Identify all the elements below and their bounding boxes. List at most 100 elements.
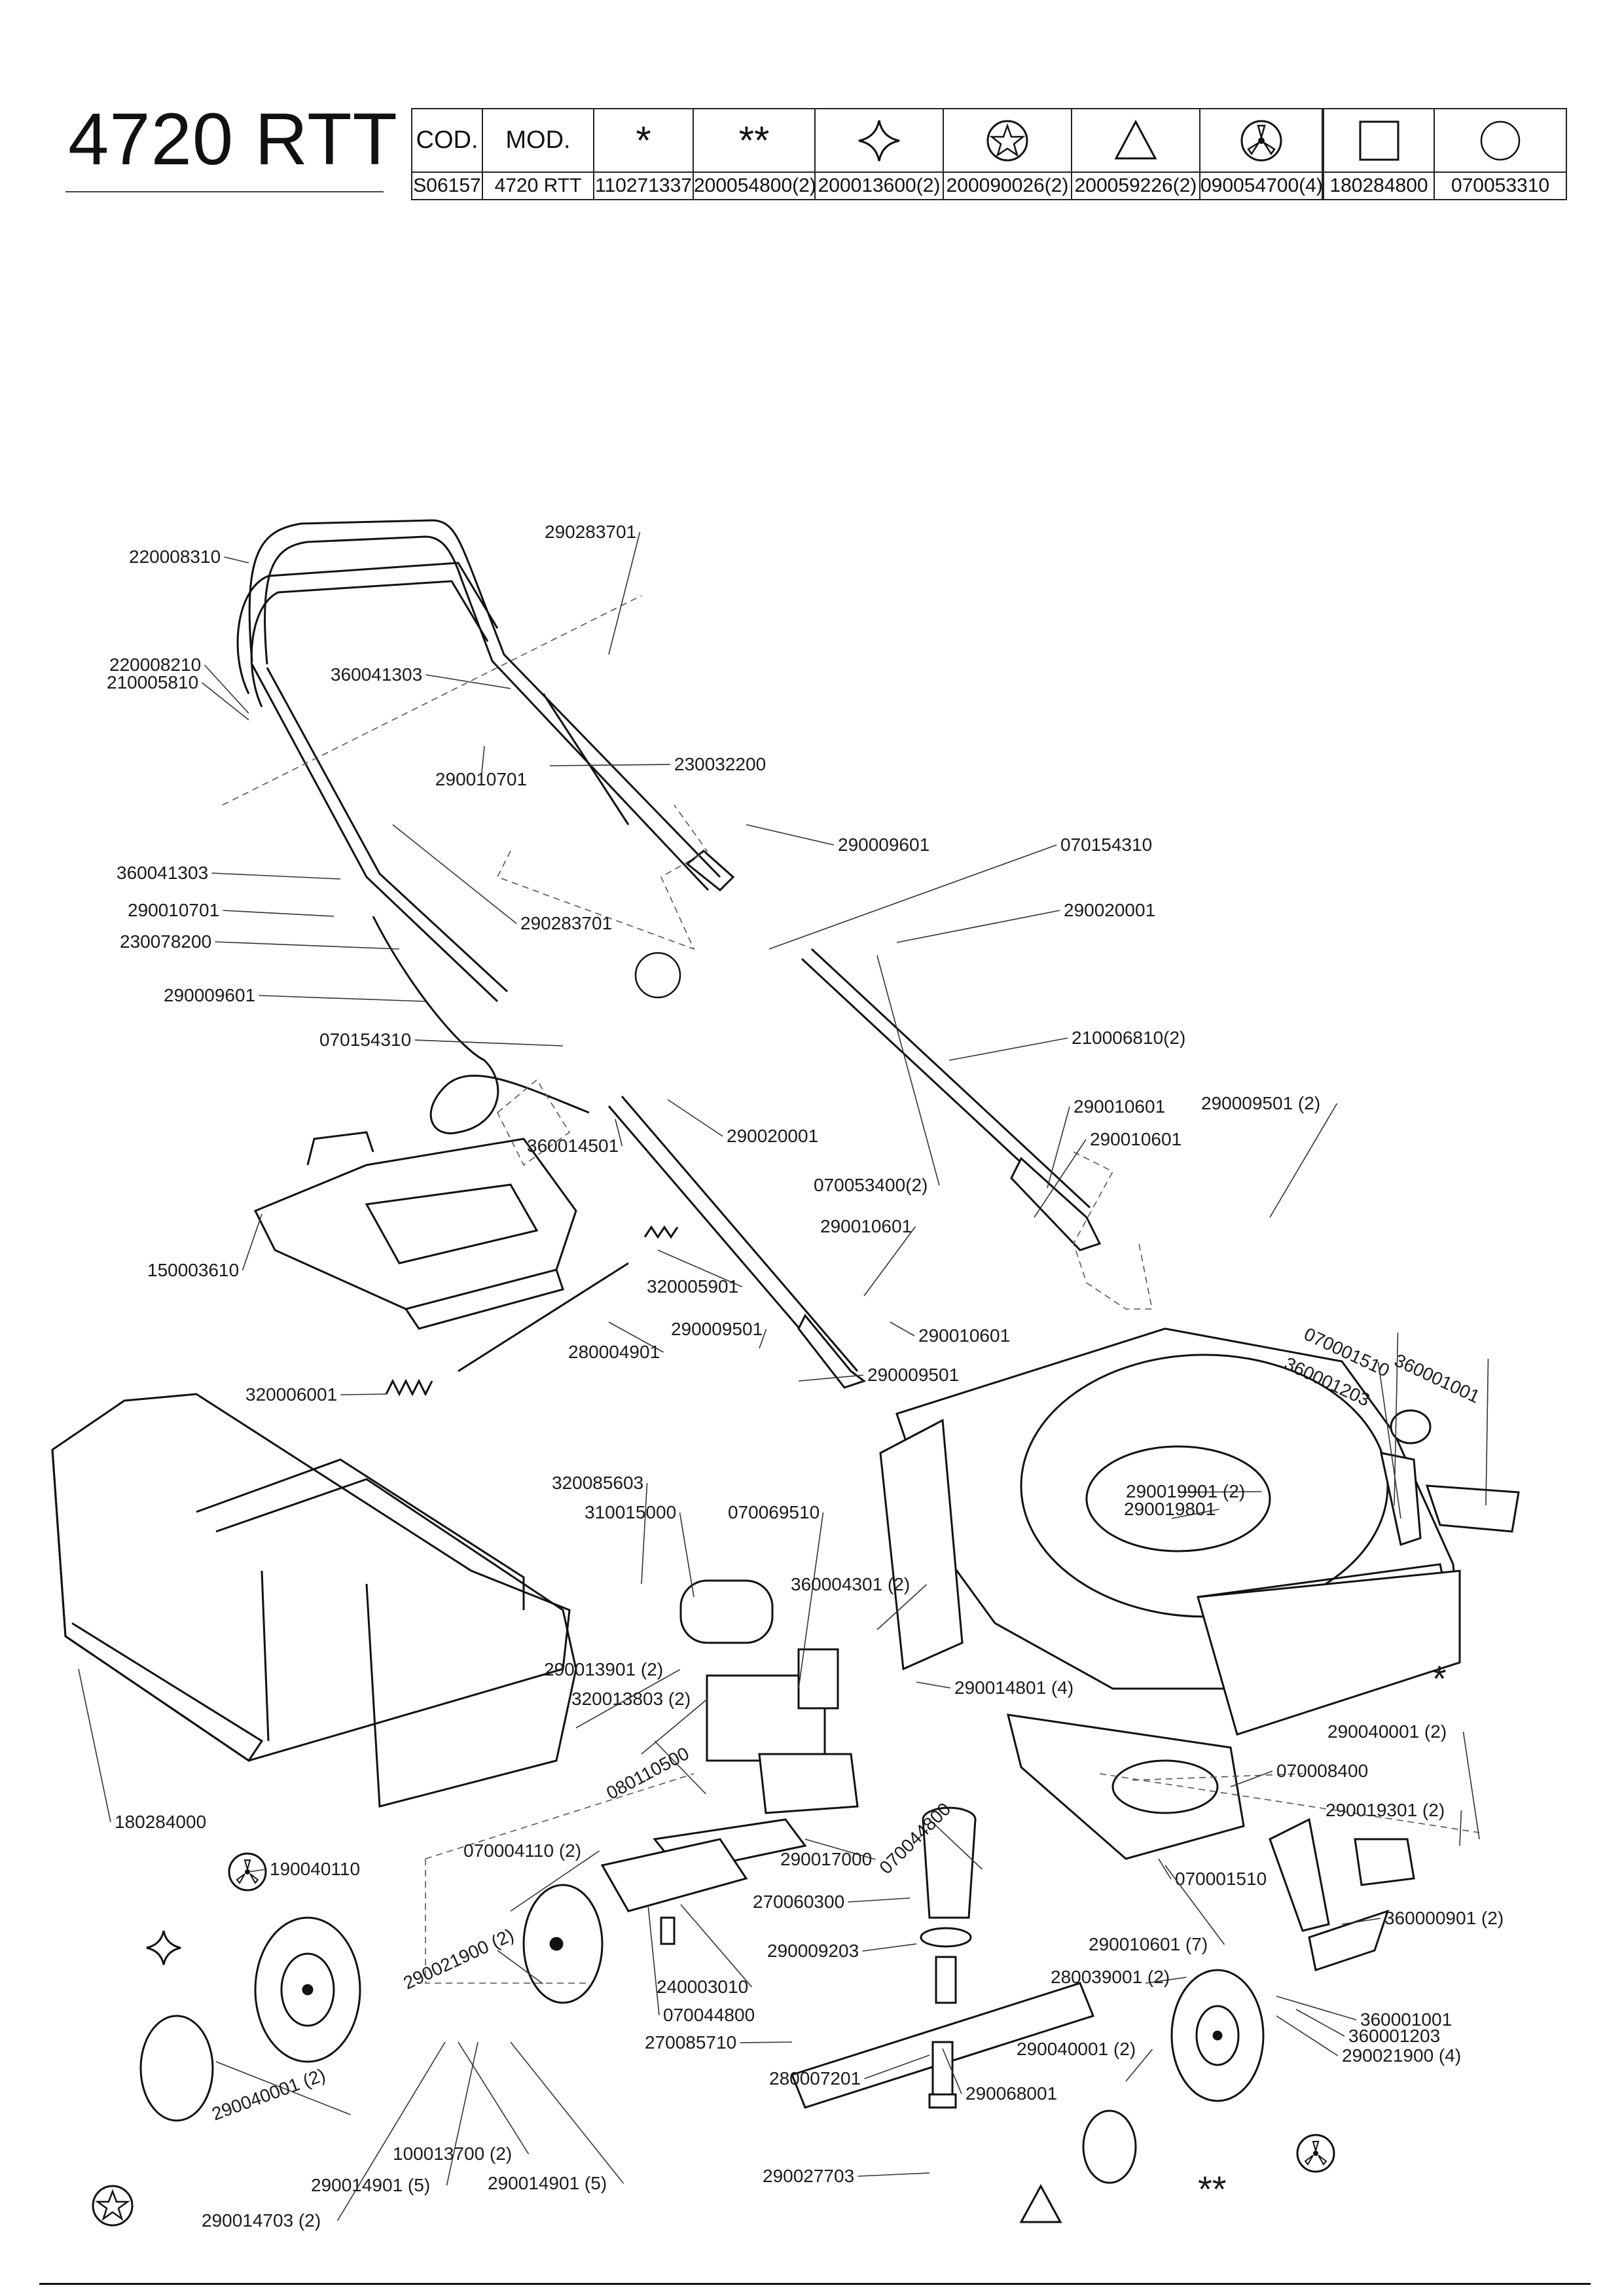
gear-wheel (522, 1884, 604, 2004)
leader-line (248, 1869, 266, 1873)
leader-line (480, 745, 485, 780)
spring-mid (643, 1225, 679, 1239)
part-number-label: 290013901 (2) (544, 1659, 663, 1679)
leader-line (798, 1374, 864, 1382)
grass-bag (51, 1393, 577, 1808)
deck-asterisk-symbol: * (1432, 1658, 1447, 1699)
circle-icon (1434, 108, 1567, 173)
triangle-icon (1071, 108, 1200, 173)
part-number-label: 290009601 (164, 985, 255, 1005)
leader-line (679, 1512, 695, 1598)
part-number-label: 290020001 (727, 1126, 818, 1146)
triangle-icon (1019, 2183, 1062, 2223)
leader-line (746, 824, 835, 846)
part-number-label: 290040001 (2) (1327, 1721, 1447, 1742)
leader-line (211, 872, 341, 880)
part-number-label: 070053400(2) (814, 1175, 928, 1195)
leader-line (575, 1669, 680, 1729)
rear-wheel-left (254, 1916, 361, 2063)
leader-line (641, 1482, 648, 1585)
tri-circle-icon (1296, 2134, 1335, 2173)
part-number-label: 290021900 (4) (1342, 2045, 1461, 2066)
part-number-label: 310015000 (585, 1502, 676, 1522)
leader-line (740, 2041, 793, 2043)
leader-line (896, 910, 1060, 943)
leader-line (680, 1904, 753, 1988)
tri-circle-icon (1199, 108, 1324, 173)
part-number-label: 070004110 (2) (463, 1840, 581, 1861)
part-number-label: 360004301 (2) (791, 1574, 910, 1594)
part-number-label: 320085603 (552, 1473, 643, 1493)
leader-line (1459, 1810, 1462, 1846)
leader-line (1230, 1770, 1273, 1787)
part-number-label: 070069510 (728, 1502, 820, 1522)
leader-line (667, 1099, 723, 1137)
leader-line (340, 1393, 387, 1395)
part-number-label: 220008210 (109, 655, 201, 675)
title-divider (65, 191, 384, 192)
drive-assembly (1007, 1713, 1245, 1860)
brake-cable (542, 693, 630, 825)
leader-line (615, 1119, 623, 1147)
part-number-label: 360001203 (1348, 2026, 1440, 2046)
front-axle-bracket (1380, 1409, 1520, 1546)
upper-handle (236, 519, 735, 1003)
value-square: 180284800 (1322, 171, 1435, 200)
part-number-label: 320013803 (2) (571, 1689, 691, 1709)
part-number-label: 290010701 (128, 900, 219, 920)
leader-line (414, 1039, 564, 1047)
part-number-label: 070001510 (1175, 1869, 1267, 1889)
four-point-star-icon (146, 1930, 181, 1965)
wheel-double-asterisk-symbol: ** (1198, 2168, 1227, 2210)
leader-line (242, 1213, 262, 1271)
part-number-label: 070154310 (1060, 834, 1152, 855)
part-number-label: 360000901 (2) (1384, 1908, 1504, 1928)
leader-line (864, 2054, 930, 2079)
part-number-label: 290020001 (1064, 900, 1155, 920)
rear-height-adjuster (1269, 1818, 1415, 1971)
leader-line (1047, 1106, 1070, 1189)
value-tri-circle: 090054700(4) (1199, 171, 1324, 200)
part-number-label: 290010601 (820, 1216, 912, 1236)
leader-line (608, 531, 641, 655)
part-number-label: 290014801 (4) (954, 1677, 1074, 1698)
part-number-label: 290027703 (763, 2166, 854, 2186)
leader-line (929, 1819, 983, 1870)
leader-line (223, 910, 334, 917)
part-number-label: 290010601 (1074, 1096, 1165, 1117)
leader-line (510, 2041, 624, 2184)
leader-line (336, 2041, 446, 2221)
leader-line (804, 1839, 876, 1860)
leader-line (204, 664, 249, 714)
leader-line (215, 2061, 351, 2115)
grass-bag-frame-top (253, 1131, 577, 1330)
hub-cap-right (1082, 2109, 1137, 2184)
leader-line (876, 1584, 928, 1630)
part-number-label: 070154310 (319, 1030, 411, 1050)
leader-line (863, 1226, 916, 1297)
part-number-label: 290010601 (1090, 1129, 1182, 1149)
leader-line (1295, 2009, 1345, 2037)
leader-line (1341, 1918, 1381, 1925)
leader-line (608, 1321, 664, 1353)
four-point-star-icon (814, 108, 944, 173)
leader-line (942, 2048, 962, 2094)
square-icon (1322, 108, 1435, 173)
lower-handle-left (607, 1096, 867, 1389)
part-number-label: 290010701 (435, 769, 527, 789)
value-four-star: 200013600(2) (814, 171, 944, 200)
star-circle-icon (92, 2185, 134, 2227)
part-number-label: 320005901 (647, 1276, 738, 1297)
circle-icon (634, 952, 681, 999)
drive-belt (679, 1579, 774, 1644)
leader-line (497, 1950, 543, 1984)
leader-line (1276, 2015, 1339, 2056)
part-number-label: 070008400 (1276, 1761, 1368, 1781)
leader-line (259, 995, 426, 1002)
rear-axle (600, 1818, 807, 1945)
part-number-label: 080110500 (603, 1743, 692, 1803)
part-number-label: 290009501 (867, 1365, 959, 1385)
value-cod: S06157 (411, 171, 483, 200)
leader-line (890, 1321, 915, 1336)
part-number-label: 190040110 (270, 1859, 360, 1879)
